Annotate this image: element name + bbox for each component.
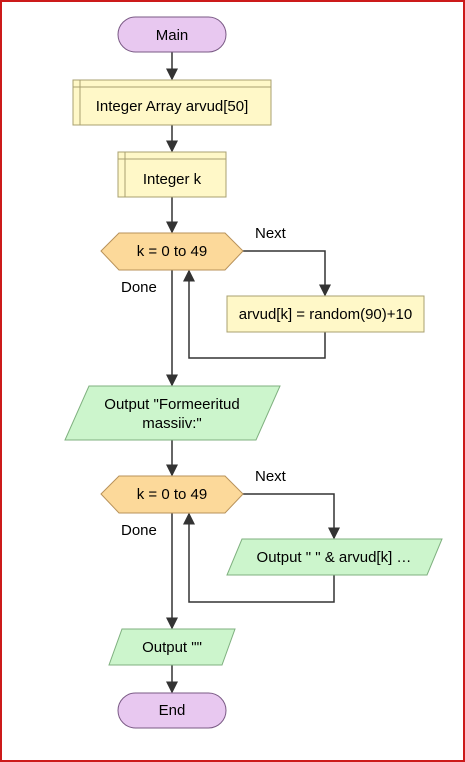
start-label: Main	[155, 27, 189, 44]
declare-k-box	[117, 151, 227, 198]
arrow-loop2-back	[183, 512, 335, 603]
arrow-loop1-next	[243, 250, 331, 297]
output2-label: Output ""	[142, 639, 202, 656]
loop2-next-label: Next	[255, 468, 286, 485]
loop2-body-label: Output " " & arvud[k] …	[256, 549, 412, 566]
end-terminal	[117, 692, 227, 729]
loop2-condition: k = 0 to 49	[136, 486, 208, 503]
loop1-next-label: Next	[255, 225, 286, 242]
loop1-hexagon	[100, 232, 244, 271]
start-terminal	[117, 16, 227, 53]
arrow-loop1-back	[183, 269, 326, 359]
output1-parallelogram	[64, 385, 281, 441]
declare-array-box	[72, 79, 272, 126]
loop1-body-label: arvud[k] = random(90)+10	[238, 306, 413, 323]
loop2-done-label: Done	[121, 522, 157, 539]
loop1-condition: k = 0 to 49	[136, 243, 208, 260]
output1-line2: massiiv:"	[142, 415, 202, 432]
end-label: End	[158, 702, 186, 719]
declare-k-label: Integer k	[142, 171, 202, 188]
output2-parallelogram	[108, 628, 236, 666]
declare-array-label: Integer Array arvud[50]	[95, 98, 249, 115]
output1-line1: Output "Formeeritud	[104, 396, 240, 413]
loop2-body-parallelogram	[226, 538, 443, 576]
loop1-done-label: Done	[121, 279, 157, 296]
arrow-loop2-next	[243, 493, 340, 540]
loop2-hexagon	[100, 475, 244, 514]
loop1-body-box	[226, 295, 425, 333]
